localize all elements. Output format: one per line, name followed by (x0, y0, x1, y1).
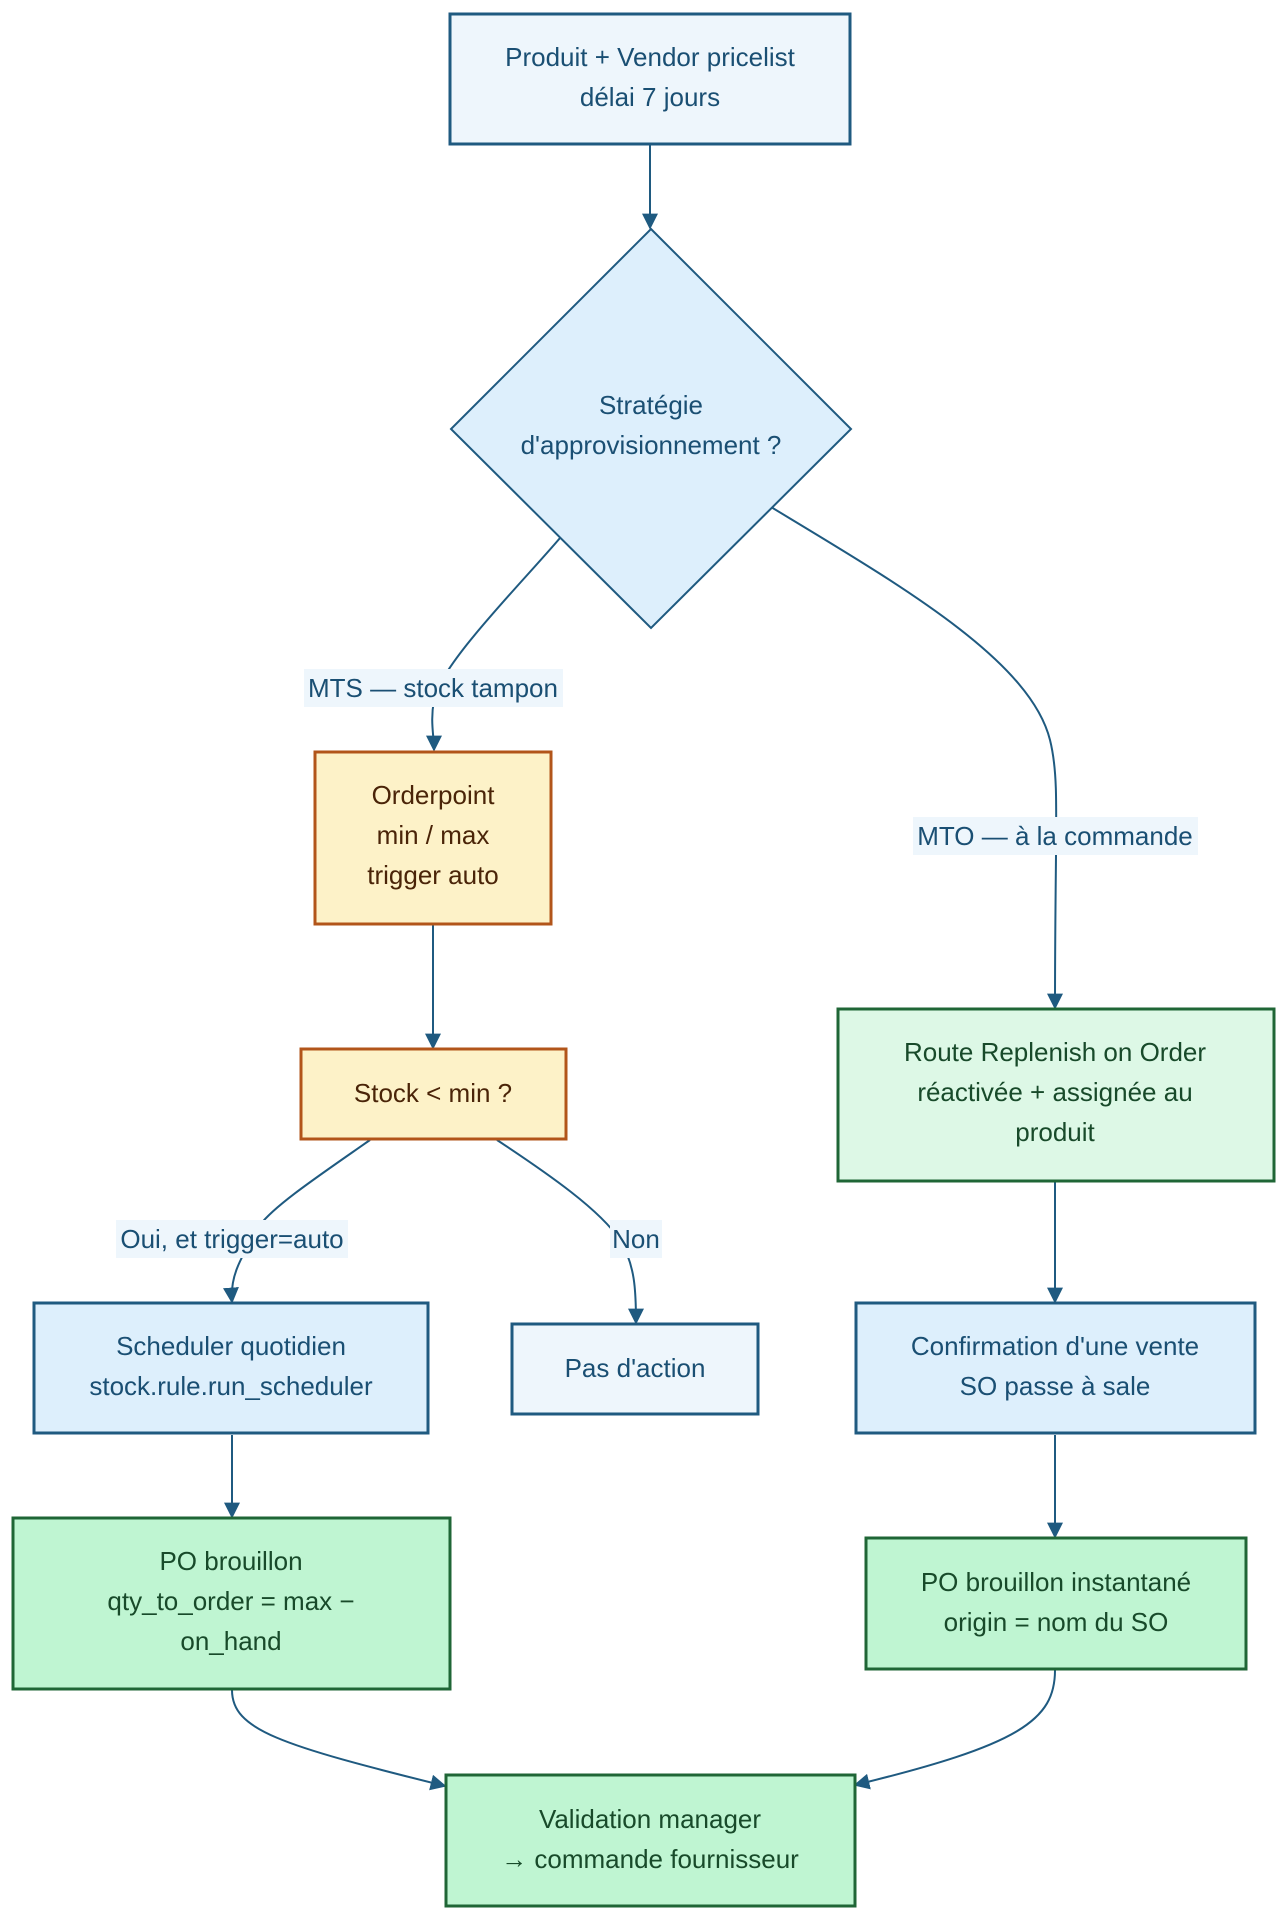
node-stock-min: Stock < min ? (299, 1047, 568, 1141)
node-route-line-3: produit (1015, 1117, 1095, 1147)
node-po-instantane-line-1: PO brouillon instantané (921, 1567, 1191, 1597)
node-strategie-line-1: Stratégie (599, 390, 703, 420)
node-po-instantane: PO brouillon instantané origin = nom du … (864, 1536, 1248, 1671)
node-po-brouillon-line-2: qty_to_order = max − (107, 1586, 354, 1616)
node-confirmation: Confirmation d'une vente SO passe à sale (854, 1301, 1257, 1435)
node-pas-action-line-1: Pas d'action (565, 1353, 706, 1383)
node-produit: Produit + Vendor pricelist délai 7 jours (448, 12, 852, 146)
node-validation: Validation manager → commande fournisseu… (444, 1773, 857, 1908)
node-strategie-decision: Stratégie d'approvisionnement ? (449, 227, 853, 630)
edge-label-non: Non (610, 1220, 662, 1258)
node-po-brouillon: PO brouillon qty_to_order = max − on_han… (11, 1516, 452, 1691)
node-confirmation-line-1: Confirmation d'une vente (911, 1331, 1199, 1361)
node-scheduler: Scheduler quotidien stock.rule.run_sched… (32, 1301, 430, 1435)
node-po-brouillon-line-3: on_hand (180, 1626, 281, 1656)
edge-po-brouillon-to-validation (231, 1689, 447, 1791)
node-confirmation-line-2: SO passe à sale (960, 1371, 1151, 1401)
edge-label-mto: MTO — à la commande (913, 817, 1198, 855)
edge-strategie-to-route-replenish (770, 506, 1064, 1010)
node-orderpoint: Orderpoint min / max trigger auto (313, 750, 553, 926)
node-strategie-line-2: d'approvisionnement ? (521, 430, 782, 460)
node-po-instantane-line-2: origin = nom du SO (944, 1607, 1169, 1637)
edge-label-non-text: Non (612, 1224, 660, 1254)
node-po-brouillon-line-1: PO brouillon (159, 1546, 302, 1576)
edge-label-oui-text: Oui, et trigger=auto (120, 1224, 343, 1254)
node-orderpoint-line-3: trigger auto (367, 860, 499, 890)
node-validation-line-1: Validation manager (539, 1804, 761, 1834)
node-scheduler-line-1: Scheduler quotidien (116, 1331, 346, 1361)
node-produit-line-1: Produit + Vendor pricelist (505, 42, 796, 72)
edge-label-mto-text: MTO — à la commande (917, 821, 1193, 851)
node-route-line-1: Route Replenish on Order (904, 1037, 1206, 1067)
edge-label-mts-text: MTS — stock tampon (308, 673, 558, 703)
node-pas-action: Pas d'action (510, 1322, 760, 1416)
edge-po-instantane-to-validation (853, 1669, 1056, 1790)
node-produit-line-2: délai 7 jours (580, 82, 720, 112)
edge-label-oui: Oui, et trigger=auto (116, 1220, 348, 1258)
edge-strategie-to-orderpoint (425, 537, 561, 752)
node-route-line-2: réactivée + assignée au (917, 1077, 1192, 1107)
node-stock-min-line-1: Stock < min ? (354, 1078, 512, 1108)
edge-label-mts: MTS — stock tampon (304, 669, 563, 707)
node-orderpoint-line-1: Orderpoint (372, 780, 496, 810)
node-orderpoint-line-2: min / max (377, 820, 490, 850)
node-route-replenish: Route Replenish on Order réactivée + ass… (836, 1007, 1276, 1183)
node-validation-line-2: → commande fournisseur (501, 1844, 799, 1874)
node-scheduler-line-2: stock.rule.run_scheduler (89, 1371, 373, 1401)
